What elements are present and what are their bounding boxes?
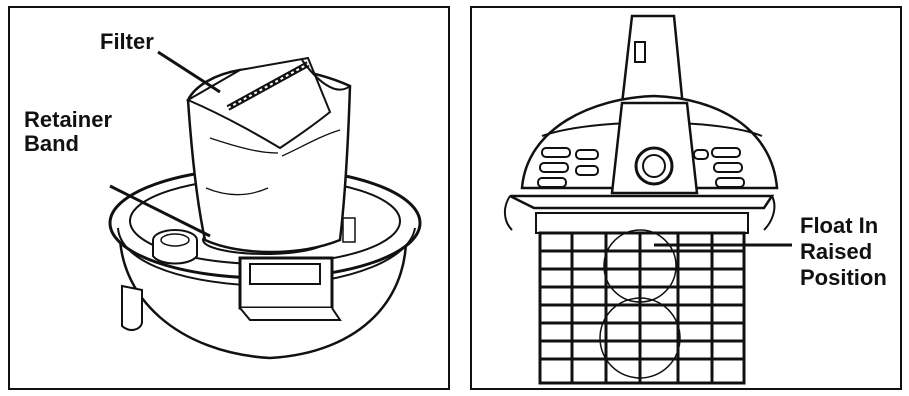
right-diagram-panel: Float In Raised Position [470, 6, 902, 390]
float-label-line3: Position [800, 266, 887, 290]
vent-slot [576, 150, 598, 159]
port-opening [643, 155, 665, 177]
vent-slot [576, 166, 598, 175]
power-switch-icon [635, 42, 645, 62]
vent-slot [694, 150, 708, 159]
rim-post [343, 218, 355, 242]
float-label-line2: Raised [800, 240, 872, 264]
vent-slot [540, 163, 568, 172]
filter-label: Filter [100, 30, 154, 54]
vent-slot [538, 178, 566, 187]
handle-clip-lip [240, 308, 340, 320]
lid-flange [510, 196, 772, 208]
filter-leader-line [158, 52, 220, 92]
retainer-band-label-line2: Band [24, 132, 79, 156]
handle-clip-recess [250, 264, 320, 284]
vent-slot [542, 148, 570, 157]
float-label-line1: Float In [800, 214, 878, 238]
inlet-port-body [153, 240, 197, 264]
retainer-band-label-line1: Retainer [24, 108, 112, 132]
left-diagram-panel: Filter Retainer Band [8, 6, 450, 390]
vent-slot [714, 163, 742, 172]
flange-hook-left [505, 196, 512, 230]
float-cage-illustration [472, 8, 900, 388]
vent-slot [716, 178, 744, 187]
vent-slot [712, 148, 740, 157]
outlet-pipe [122, 286, 142, 330]
vacuum-filter-illustration [10, 8, 448, 388]
